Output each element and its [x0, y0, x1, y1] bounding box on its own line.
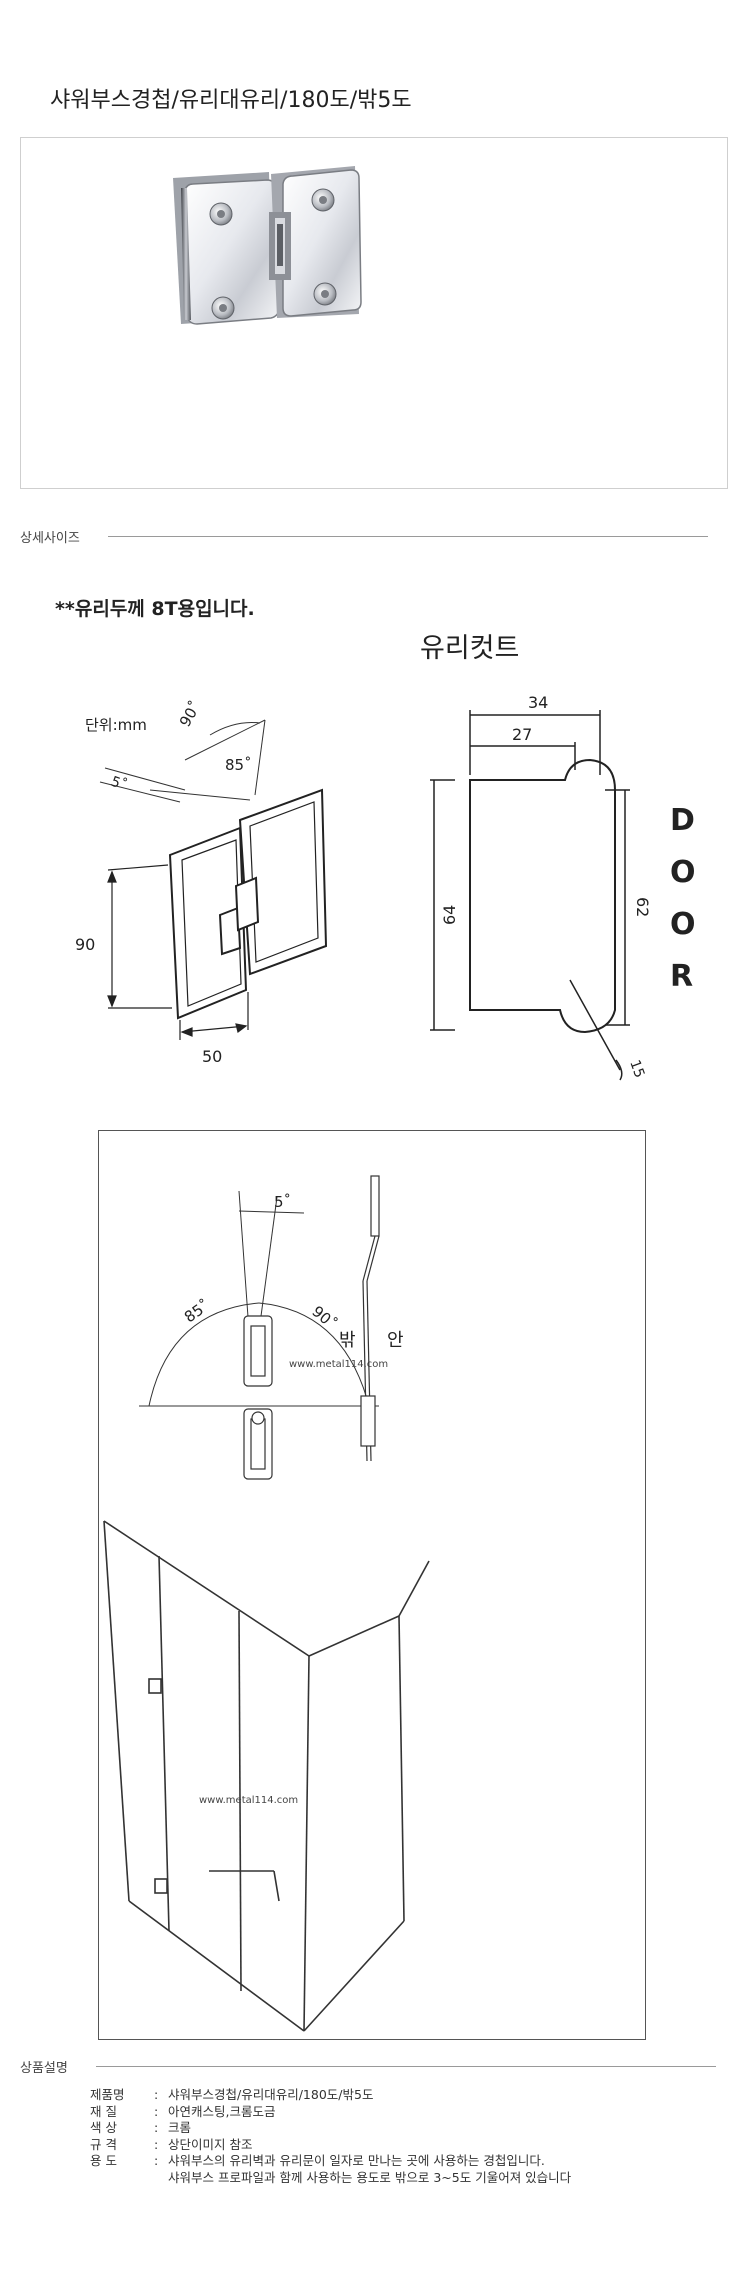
spec-key: 색 상: [90, 2120, 117, 2135]
hinge-height-label: 90: [75, 935, 95, 954]
spec-value: 상단이미지 참조: [168, 2136, 253, 2152]
door-letter-4: R: [670, 959, 693, 994]
inside-label: 안: [387, 1330, 404, 1351]
cut-width-27: 27: [512, 725, 532, 744]
section-product-desc-label: 상품설명: [20, 2061, 68, 2076]
glass-cut-title: 유리컷트: [420, 633, 520, 664]
spec-row: 규 격 : 상단이미지 참조: [90, 2136, 253, 2152]
spec-key: 제품명: [90, 2087, 125, 2102]
spec-key: 용 도: [90, 2153, 117, 2168]
spec-value: 샤워부스의 유리벽과 유리문이 일자로 만나는 곳에 사용하는 경첩입니다.: [168, 2153, 545, 2168]
product-photo: [173, 166, 362, 325]
hinge-angle-5: 5˚: [109, 773, 130, 794]
spec-key: [90, 2170, 154, 2187]
spec-table: 제품명 : 샤워부스경첩/유리대유리/180도/밖5도 재 질 : 아연캐스팅,…: [90, 2087, 571, 2186]
hinge-angle-90: 90˚: [176, 698, 205, 730]
diagram-watermark-top: www.metal114.com: [289, 1359, 388, 1370]
section-divider: [108, 536, 708, 537]
unit-label: 단위:mm: [85, 716, 147, 734]
spec-row: 제품명 : 샤워부스경첩/유리대유리/180도/밖5도: [90, 2087, 374, 2102]
spec-row: 샤워부스 프로파일과 함께 사용하는 용도로 밖으로 3~5도 기울어져 있습니…: [90, 2170, 571, 2187]
diagram-angle-5: 5˚: [274, 1193, 291, 1211]
diagram-watermark-bottom: www.metal114.com: [199, 1795, 298, 1806]
hinge-width-label: 50: [202, 1047, 222, 1066]
cut-height-62: 62: [633, 897, 652, 917]
cut-width-34: 34: [528, 693, 548, 712]
hinge-dimension-drawing: 단위:mm 90˚ 85˚ 5˚: [60, 690, 380, 1070]
hinge-angle-85: 85˚: [225, 756, 252, 774]
door-letter-1: D: [670, 803, 695, 838]
installation-diagram-frame: 5˚ 85˚ 90˚ www.metal114.com 밖 안: [98, 1130, 646, 2040]
section-divider: [96, 2066, 716, 2067]
spec-value: 샤워부스경첩/유리대유리/180도/밖5도: [168, 2087, 374, 2102]
spec-value: 아연캐스팅,크롬도금: [168, 2103, 276, 2119]
diagram-angle-90: 90˚: [308, 1302, 340, 1333]
section-detail-size-label: 상세사이즈: [20, 531, 80, 546]
spec-row: 재 질 : 아연캐스팅,크롬도금: [90, 2103, 276, 2119]
outside-label: 밖: [339, 1330, 356, 1351]
cut-height-64: 64: [440, 905, 459, 925]
glass-thickness-note: **유리두께 8T용입니다.: [55, 598, 255, 620]
spec-value: 샤워부스 프로파일과 함께 사용하는 용도로 밖으로 3~5도 기울어져 있습니…: [168, 2169, 572, 2185]
diagram-angle-85: 85˚: [181, 1296, 213, 1326]
spec-row: 색 상 : 크롬: [90, 2120, 192, 2135]
installation-diagram: 5˚ 85˚ 90˚ www.metal114.com 밖 안: [103, 1175, 430, 2032]
cut-radius-15: 15: [626, 1058, 647, 1080]
door-letter-2: O: [670, 855, 696, 890]
spec-key: 규 격: [90, 2136, 117, 2152]
spec-row: 용 도 : 샤워부스의 유리벽과 유리문이 일자로 만나는 곳에 사용하는 경첩…: [90, 2153, 545, 2168]
spec-key: 재 질: [90, 2103, 117, 2119]
glass-cut-drawing: 34 27 64 62 15 D O O R: [420, 680, 720, 1100]
spec-value: 크롬: [168, 2120, 192, 2135]
product-photo-frame: [20, 137, 728, 489]
door-letter-3: O: [670, 907, 696, 942]
page-title: 샤워부스경첩/유리대유리/180도/밖5도: [50, 88, 412, 113]
